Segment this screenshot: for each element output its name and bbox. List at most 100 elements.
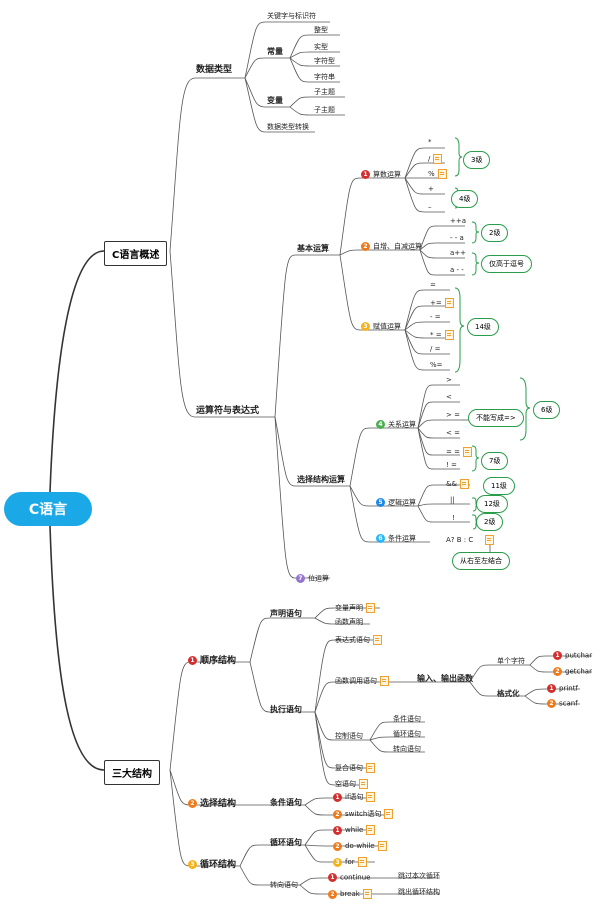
node-const[interactable]: 常量 xyxy=(267,47,283,56)
node-single-char[interactable]: 单个字符 xyxy=(497,657,525,665)
ctrl-item[interactable]: 循环语句 xyxy=(393,730,421,738)
node-keyword[interactable]: 关键字与标识符 xyxy=(267,12,316,20)
node-select-ops[interactable]: 选择结构运算 xyxy=(297,475,345,484)
note-icon xyxy=(462,447,472,457)
incdec-label: 自增、自减运算 xyxy=(373,242,422,251)
root-node[interactable]: C语言 xyxy=(4,492,92,526)
exec-item[interactable]: 空语句 xyxy=(335,779,368,789)
op-item[interactable]: += xyxy=(430,298,454,308)
op-item[interactable]: > xyxy=(446,376,452,384)
note-icon xyxy=(366,603,375,613)
note-icon xyxy=(366,792,376,802)
exec-item[interactable]: 控制语句 xyxy=(335,732,363,740)
op-item[interactable]: A? B : C xyxy=(446,535,495,545)
badge-2-icon: 2 xyxy=(333,809,342,819)
var-item[interactable]: 子主题 xyxy=(314,106,335,114)
const-item[interactable]: 字符型 xyxy=(314,57,335,65)
op-item[interactable]: - - a xyxy=(450,234,464,242)
op-item[interactable]: = = xyxy=(446,447,472,457)
node-exec[interactable]: 执行语句 xyxy=(270,705,302,714)
node-convert[interactable]: 数据类型转换 xyxy=(267,123,309,131)
badge-2-icon: 2 xyxy=(361,242,370,251)
op-item[interactable]: / = xyxy=(430,345,441,353)
const-item[interactable]: 字符串 xyxy=(314,73,335,81)
ctrl-item[interactable]: 转向语句 xyxy=(393,745,421,753)
op-item[interactable]: %= xyxy=(430,361,443,369)
node-basic-ops[interactable]: 基本运算 xyxy=(297,244,329,253)
op-item[interactable]: * = xyxy=(430,330,454,340)
exec-item[interactable]: 复合语句 xyxy=(335,763,375,773)
node-jump[interactable]: 转向语句 xyxy=(270,881,298,889)
jump-note[interactable]: 跳出循环结构 xyxy=(398,888,440,896)
node-loop-stmt[interactable]: 循环语句 xyxy=(270,838,302,847)
assign-label: 赋值运算 xyxy=(373,322,401,331)
op-item[interactable]: a - - xyxy=(450,266,464,274)
decl-item[interactable]: 变量声明 xyxy=(335,603,375,613)
badge-3-icon: 3 xyxy=(188,860,197,869)
op-item[interactable]: * xyxy=(428,138,432,146)
level-badge: 3级 xyxy=(463,151,491,169)
op-item[interactable]: && xyxy=(446,479,469,489)
node-data-types[interactable]: 数据类型 xyxy=(196,65,233,75)
node-sel-cond[interactable]: 条件语句 xyxy=(270,798,302,807)
note-icon xyxy=(373,635,382,645)
note-bubble: 不能写成=> xyxy=(468,409,524,427)
node-three-structures[interactable]: 三大结构 xyxy=(104,760,160,785)
node-c-overview[interactable]: C语言概述 xyxy=(104,241,168,266)
exec-item[interactable]: 函数调用语句 xyxy=(335,676,389,686)
op-item[interactable]: a++ xyxy=(450,249,467,257)
op-item[interactable]: || xyxy=(450,496,455,504)
const-item[interactable]: 整型 xyxy=(314,26,328,34)
jump-note[interactable]: 跳过本次循环 xyxy=(398,872,440,880)
ctrl-item[interactable]: 条件语句 xyxy=(393,715,421,723)
exec-item[interactable]: 表达式语句 xyxy=(335,635,382,645)
node-io[interactable]: 输入、输出函数 xyxy=(417,674,473,683)
level-badge: 2级 xyxy=(476,513,504,531)
op-item[interactable]: ! = xyxy=(446,461,457,469)
node-operators[interactable]: 运算符与表达式 xyxy=(196,406,260,416)
op-item[interactable]: / xyxy=(428,154,443,164)
op-item[interactable]: % xyxy=(428,169,447,179)
var-item[interactable]: 子主题 xyxy=(314,88,335,96)
badge-5-icon: 5 xyxy=(376,498,385,507)
op-item[interactable]: ++a xyxy=(450,217,467,225)
op-item[interactable]: + xyxy=(428,185,434,193)
op-item[interactable]: – xyxy=(428,203,432,211)
note-icon xyxy=(362,889,372,899)
op-item[interactable]: < = xyxy=(446,429,460,437)
note-icon xyxy=(384,809,394,819)
decl-item[interactable]: 函数声明 xyxy=(335,618,363,626)
op-item[interactable]: - = xyxy=(430,313,441,321)
op-item[interactable]: < xyxy=(446,393,452,401)
cond-label: 条件运算 xyxy=(388,534,416,543)
op-item[interactable]: = xyxy=(430,281,436,289)
const-item[interactable]: 实型 xyxy=(314,43,328,51)
op-item[interactable]: ! xyxy=(452,514,455,522)
node-var[interactable]: 变量 xyxy=(267,96,283,105)
badge-2-icon: 2 xyxy=(188,799,197,808)
node-format[interactable]: 格式化 xyxy=(497,689,520,698)
op-item[interactable]: > = xyxy=(446,411,460,419)
node-decl[interactable]: 声明语句 xyxy=(270,609,302,618)
